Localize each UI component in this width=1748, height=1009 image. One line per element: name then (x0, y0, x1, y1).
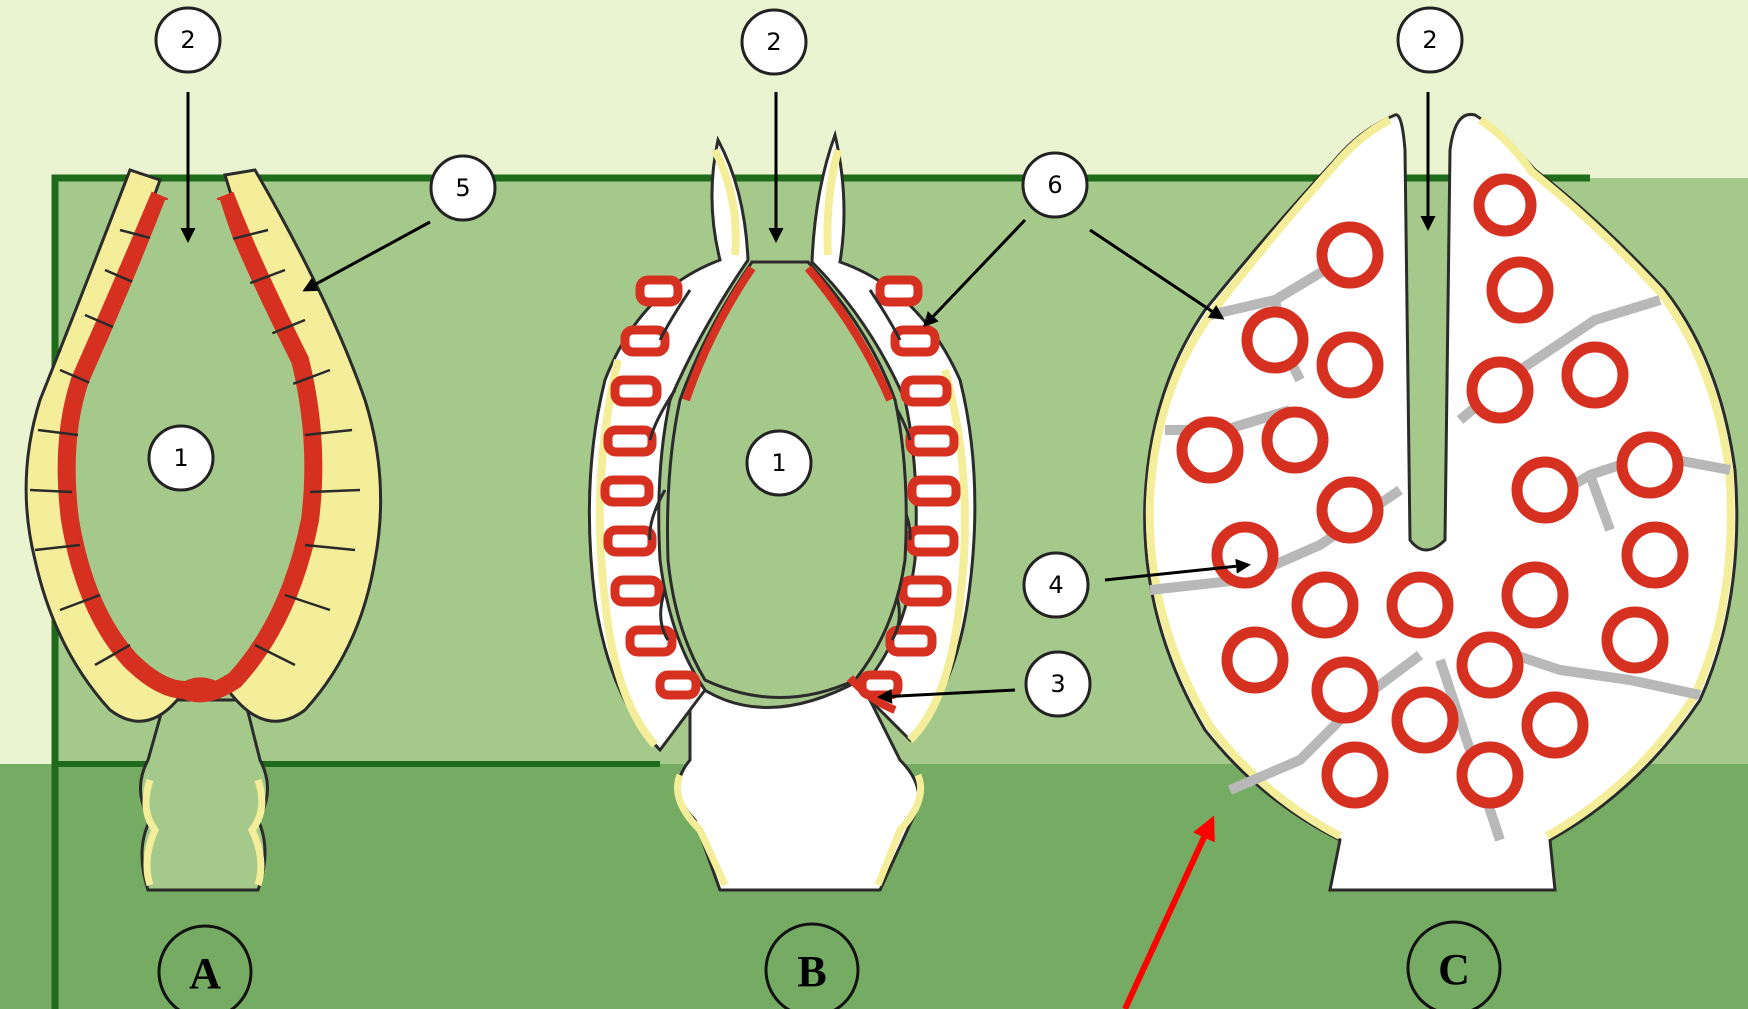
callout-3: 3 (1026, 652, 1090, 716)
svg-text:2: 2 (1422, 26, 1437, 54)
svg-text:3: 3 (1050, 670, 1065, 698)
callout-5: 5 (431, 156, 495, 220)
callout-4: 4 (1024, 553, 1088, 617)
callout-a-2: 2 (156, 8, 220, 72)
callout-b-2: 2 (742, 10, 806, 74)
svg-text:C: C (1438, 945, 1470, 994)
svg-text:1: 1 (173, 444, 188, 472)
callout-a-1: 1 (149, 426, 213, 490)
callout-6: 6 (1023, 153, 1087, 217)
svg-text:5: 5 (455, 174, 470, 202)
svg-text:2: 2 (180, 26, 195, 54)
svg-text:1: 1 (771, 449, 786, 477)
svg-text:2: 2 (766, 28, 781, 56)
svg-text:4: 4 (1048, 571, 1063, 599)
callout-b-1: 1 (747, 431, 811, 495)
asconoid-osculum-stalk (140, 700, 267, 890)
svg-text:B: B (797, 947, 826, 996)
svg-text:A: A (189, 949, 221, 998)
callout-c-2: 2 (1398, 8, 1462, 72)
svg-text:6: 6 (1047, 171, 1062, 199)
